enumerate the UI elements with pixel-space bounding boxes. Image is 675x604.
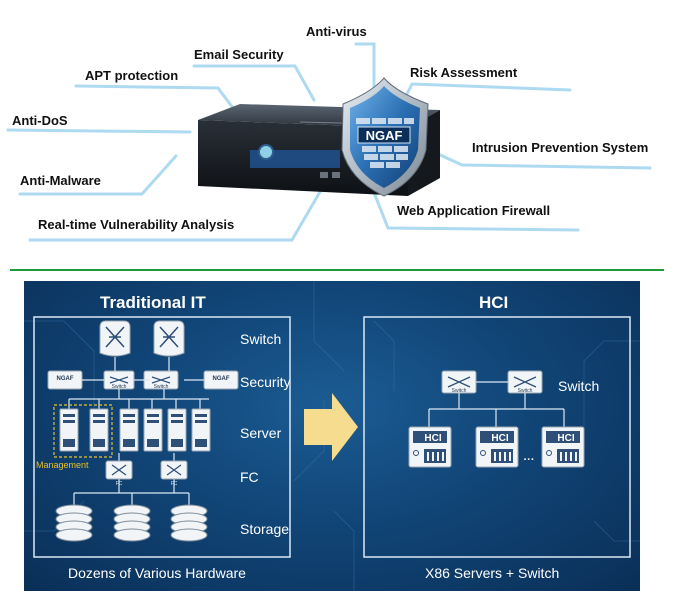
fc-switch-devices — [105, 460, 188, 480]
transition-arrow-icon — [304, 393, 358, 461]
line-web-app-firewall — [371, 188, 580, 232]
hci-node-devices — [408, 426, 585, 468]
security-ngaf-2: NGAF — [213, 376, 230, 382]
fc-switch-label-1: FC — [116, 481, 123, 487]
hci-ellipsis: ··· — [524, 454, 535, 466]
appliance-logo-icon — [258, 144, 274, 160]
security-ngaf-1: NGAF — [57, 376, 74, 382]
line-risk-assessment — [402, 82, 572, 102]
row-label-switch: Switch — [240, 331, 282, 347]
label-anti-dos: Anti-DoS — [12, 113, 68, 128]
label-intrusion-prevention: Intrusion Prevention System — [472, 140, 649, 155]
line-apt-protection — [74, 84, 238, 114]
traditional-panel — [33, 316, 291, 558]
management-label: Management — [36, 460, 89, 470]
hci-panel — [363, 316, 631, 558]
ngaf-shield-icon: NGAF — [341, 77, 429, 197]
label-anti-malware: Anti-Malware — [20, 173, 101, 188]
row-label-security: Security — [240, 374, 291, 390]
security-switch-2: Switch — [154, 384, 169, 390]
hci-title: HCI — [479, 293, 509, 312]
line-realtime-vuln — [28, 176, 330, 242]
traditional-connectors — [68, 357, 209, 505]
fc-switch-label-2: FC — [171, 481, 178, 487]
core-switch-devices — [99, 320, 185, 357]
label-realtime-vuln: Real-time Vulnerability Analysis — [38, 217, 235, 232]
hci-node-label-3: HCI — [557, 433, 574, 444]
hci-node-label-1: HCI — [424, 433, 441, 444]
traditional-footer: Dozens of Various Hardware — [68, 565, 246, 581]
server-bays — [63, 414, 207, 447]
security-switch-1: Switch — [112, 384, 127, 390]
ngaf-badge-text: NGAF — [366, 128, 403, 143]
security-switch-2-icon — [151, 376, 171, 384]
label-email-security: Email Security — [194, 47, 284, 62]
line-email-security — [192, 64, 316, 102]
ngaf-feature-diagram: NGAF Anti-virus Email Security Risk Asse… — [0, 0, 675, 262]
label-risk-assessment: Risk Assessment — [410, 65, 518, 80]
row-label-storage: Storage — [240, 521, 290, 537]
traditional-title: Traditional IT — [100, 293, 206, 312]
hci-switch-device-label-1: Switch — [452, 388, 467, 394]
storage-devices — [55, 504, 208, 542]
line-anti-dos — [6, 128, 192, 134]
hci-switch-label: Switch — [558, 378, 600, 394]
hci-connectors — [428, 381, 565, 427]
ngaf-illustration: NGAF — [6, 42, 652, 242]
line-anti-virus — [354, 42, 376, 98]
row-label-server: Server — [240, 425, 282, 441]
label-apt-protection: APT protection — [85, 68, 179, 83]
label-web-app-firewall: Web Application Firewall — [397, 203, 551, 218]
line-anti-malware — [18, 154, 178, 196]
comparison-illustration: NGAF Switch Switch NGAF — [24, 281, 640, 591]
traditional-vs-hci-diagram: NGAF Switch Switch NGAF — [24, 281, 640, 591]
row-label-fc: FC — [240, 469, 259, 485]
label-anti-virus: Anti-virus — [306, 24, 367, 39]
hci-node-label-2: HCI — [491, 433, 508, 444]
hci-footer: X86 Servers + Switch — [425, 565, 560, 581]
section-divider — [10, 269, 664, 271]
hci-switch-device-label-2: Switch — [518, 388, 533, 394]
